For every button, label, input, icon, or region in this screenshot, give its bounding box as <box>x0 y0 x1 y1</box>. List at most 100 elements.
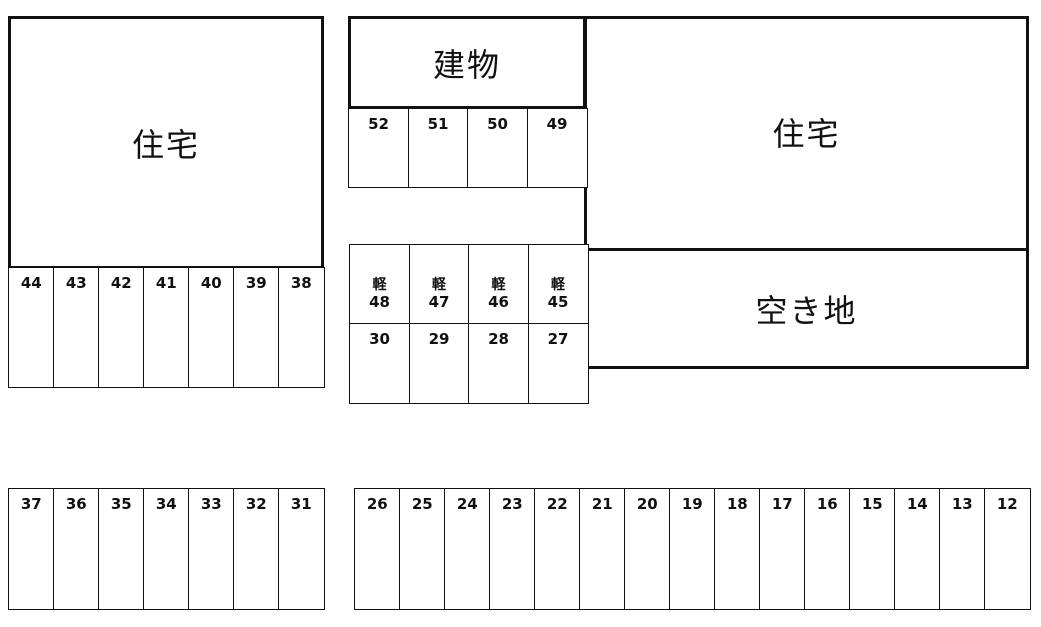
slot-row-37-31: 37 36 35 34 33 32 31 <box>8 488 325 610</box>
parking-slot-16[interactable]: 16 <box>804 488 851 610</box>
slot-number: 36 <box>65 495 87 513</box>
slot-number: 42 <box>110 274 132 292</box>
slot-number: 45 <box>547 293 569 311</box>
slot-number: 32 <box>245 495 267 513</box>
parking-slot-40[interactable]: 40 <box>188 267 235 388</box>
slot-number: 31 <box>290 495 312 513</box>
slot-number: 43 <box>65 274 87 292</box>
parking-slot-21[interactable]: 21 <box>579 488 626 610</box>
slot-number: 47 <box>428 293 450 311</box>
slot-number: 17 <box>771 495 793 513</box>
parking-slot-22[interactable]: 22 <box>534 488 581 610</box>
parking-slot-24[interactable]: 24 <box>444 488 491 610</box>
slot-row-44-38: 44 43 42 41 40 39 38 <box>8 267 325 388</box>
slot-number: 22 <box>546 495 568 513</box>
slot-number: 29 <box>428 330 450 348</box>
slot-number: 18 <box>726 495 748 513</box>
parking-slot-50[interactable]: 50 <box>467 108 528 188</box>
slot-number: 37 <box>20 495 42 513</box>
slot-number: 15 <box>861 495 883 513</box>
kei-tag: 軽 <box>551 277 565 293</box>
slot-number: 21 <box>591 495 613 513</box>
slot-number: 30 <box>369 330 390 348</box>
slot-number: 24 <box>456 495 478 513</box>
slot-number: 16 <box>816 495 838 513</box>
parking-slot-37[interactable]: 37 <box>8 488 55 610</box>
slot-number: 46 <box>488 293 509 311</box>
slot-number: 20 <box>636 495 658 513</box>
slot-number: 33 <box>200 495 222 513</box>
slot-number: 27 <box>547 330 569 348</box>
house-left: 住宅 <box>8 16 324 269</box>
parking-slot-35[interactable]: 35 <box>98 488 145 610</box>
slot-number: 23 <box>501 495 523 513</box>
parking-slot-15[interactable]: 15 <box>849 488 896 610</box>
slot-number: 49 <box>546 115 568 133</box>
parking-slot-31[interactable]: 31 <box>278 488 325 610</box>
slot-number: 51 <box>427 115 449 133</box>
vacant-lot-label: 空き地 <box>755 291 858 330</box>
slot-number: 38 <box>290 274 312 292</box>
parking-slot-19[interactable]: 19 <box>669 488 716 610</box>
slot-number: 50 <box>487 115 508 133</box>
parking-slot-12[interactable]: 12 <box>984 488 1031 610</box>
parking-slot-51[interactable]: 51 <box>407 108 469 188</box>
slot-number: 40 <box>200 274 222 292</box>
parking-slot-27[interactable]: 27 <box>527 323 589 404</box>
parking-slot-36[interactable]: 36 <box>53 488 100 610</box>
slot-number: 39 <box>245 274 267 292</box>
slot-number: 41 <box>155 274 177 292</box>
building-top-label: 建物 <box>432 45 501 84</box>
parking-slot-39[interactable]: 39 <box>233 267 280 388</box>
parking-slot-20[interactable]: 20 <box>624 488 671 610</box>
slot-number: 28 <box>488 330 509 348</box>
kei-tag: 軽 <box>372 277 387 293</box>
parking-slot-29[interactable]: 29 <box>408 323 470 404</box>
slot-number: 14 <box>906 495 928 513</box>
parking-slot-17[interactable]: 17 <box>759 488 806 610</box>
parking-slot-52[interactable]: 52 <box>348 108 409 188</box>
house-right-label: 住宅 <box>772 114 841 153</box>
slot-number: 52 <box>368 115 389 133</box>
parking-slot-13[interactable]: 13 <box>939 488 986 610</box>
parking-slot-42[interactable]: 42 <box>98 267 145 388</box>
parking-slot-41[interactable]: 41 <box>143 267 190 388</box>
parking-slot-18[interactable]: 18 <box>714 488 761 610</box>
parking-slot-23[interactable]: 23 <box>489 488 536 610</box>
slot-number: 44 <box>20 274 42 292</box>
slot-number: 26 <box>366 495 388 513</box>
slot-row-52-49: 52 51 50 49 <box>348 108 588 188</box>
kei-tag: 軽 <box>491 277 506 293</box>
slot-number: 19 <box>681 495 703 513</box>
slot-number: 12 <box>996 495 1018 513</box>
building-top: 建物 <box>348 16 586 109</box>
house-right: 住宅 <box>584 16 1029 251</box>
parking-slot-43[interactable]: 43 <box>53 267 100 388</box>
slot-number: 25 <box>411 495 433 513</box>
parking-slot-25[interactable]: 25 <box>399 488 446 610</box>
slot-row-30-27: 30 29 28 27 <box>349 323 589 404</box>
parking-slot-30[interactable]: 30 <box>349 323 410 404</box>
parking-slot-38[interactable]: 38 <box>278 267 325 388</box>
slot-number: 48 <box>369 293 390 311</box>
slot-number: 35 <box>110 495 132 513</box>
parking-slot-33[interactable]: 33 <box>188 488 235 610</box>
parking-slot-26[interactable]: 26 <box>354 488 401 610</box>
house-left-label: 住宅 <box>131 125 200 164</box>
parking-slot-14[interactable]: 14 <box>894 488 941 610</box>
parking-slot-28[interactable]: 28 <box>468 323 529 404</box>
parking-slot-49[interactable]: 49 <box>526 108 588 188</box>
kei-tag: 軽 <box>432 277 446 293</box>
parking-slot-32[interactable]: 32 <box>233 488 280 610</box>
parking-slot-44[interactable]: 44 <box>8 267 55 388</box>
parking-slot-34[interactable]: 34 <box>143 488 190 610</box>
